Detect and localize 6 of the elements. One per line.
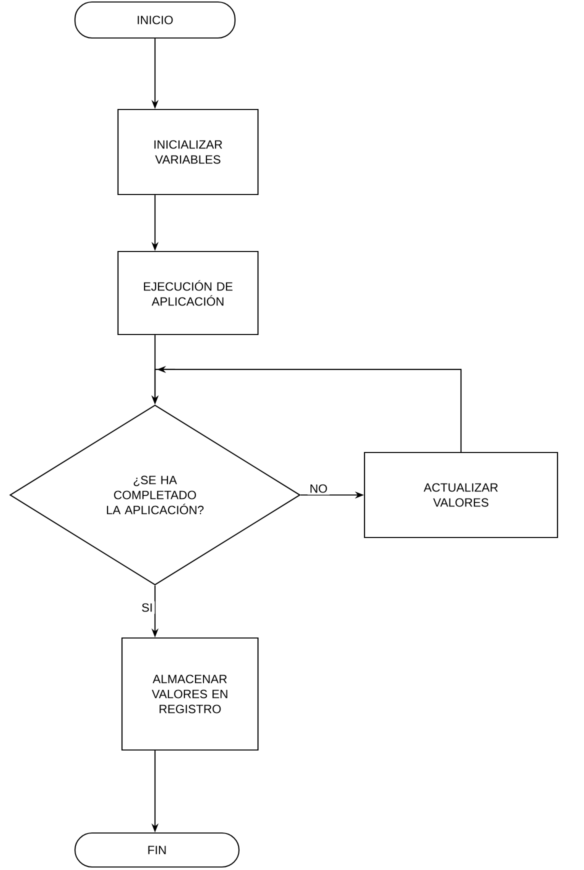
edge-label: NO xyxy=(308,482,330,495)
edge-label: SI xyxy=(139,601,155,614)
process-box: EJECUCIÓN DE APLICACIÓN xyxy=(117,250,259,336)
process-box: INICIALIZAR VARIABLES xyxy=(117,108,259,196)
process-box: ALMACENAR VALORES EN REGISTRO xyxy=(121,637,259,751)
process-box: ACTUALIZAR VALORES xyxy=(364,452,558,538)
